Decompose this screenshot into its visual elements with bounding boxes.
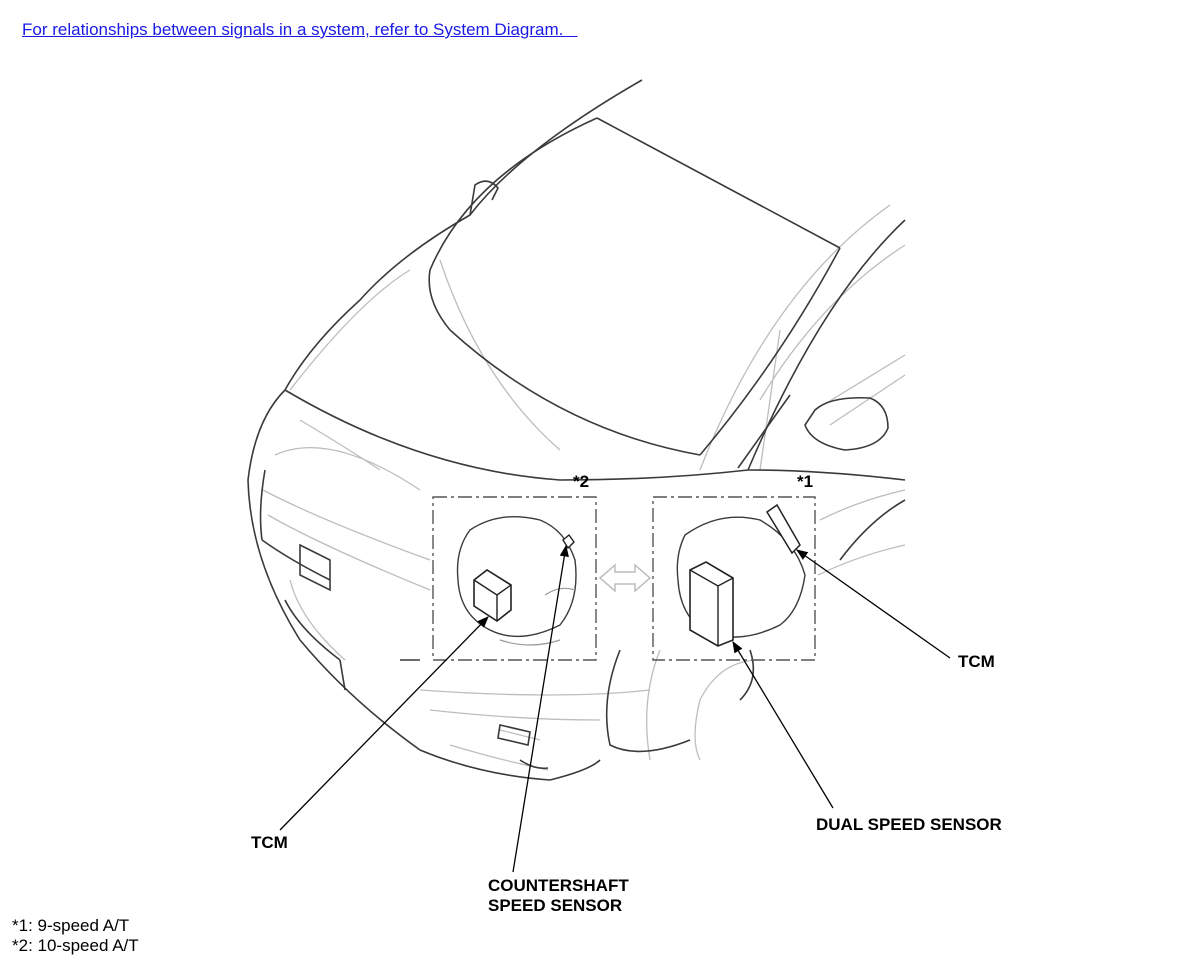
footnote-legend: *1: 9-speed A/T *2: 10-speed A/T [12, 916, 139, 956]
leader-tcm-right [796, 549, 951, 659]
marker-9-speed: *1 [797, 472, 814, 491]
legend-item-9-speed: *1: 9-speed A/T [12, 916, 130, 935]
callout-countershaft-line1: COUNTERSHAFT [488, 876, 629, 895]
double-arrow-icon [598, 563, 652, 593]
callout-tcm-right: TCM [958, 652, 995, 671]
callout-dual-speed-sensor: DUAL SPEED SENSOR [816, 815, 1002, 834]
detail-box-9-speed [652, 496, 816, 661]
leader-tcm-left [279, 616, 489, 831]
legend-item-10-speed: *2: 10-speed A/T [12, 936, 139, 955]
leader-lines [279, 544, 951, 873]
leader-dual-speed-sensor [732, 640, 834, 809]
callout-countershaft-speed-sensor: COUNTERSHAFT SPEED SENSOR [488, 876, 629, 916]
detail-box-10-speed [432, 496, 597, 661]
callout-countershaft-line2: SPEED SENSOR [488, 896, 623, 915]
callout-tcm-left: TCM [251, 833, 288, 852]
car-outline [247, 79, 906, 781]
system-diagram-link[interactable]: For relationships between signals in a s… [22, 20, 578, 39]
leader-countershaft-sensor [512, 544, 569, 873]
marker-10-speed: *2 [573, 472, 590, 491]
car-detail-lines [262, 204, 906, 771]
